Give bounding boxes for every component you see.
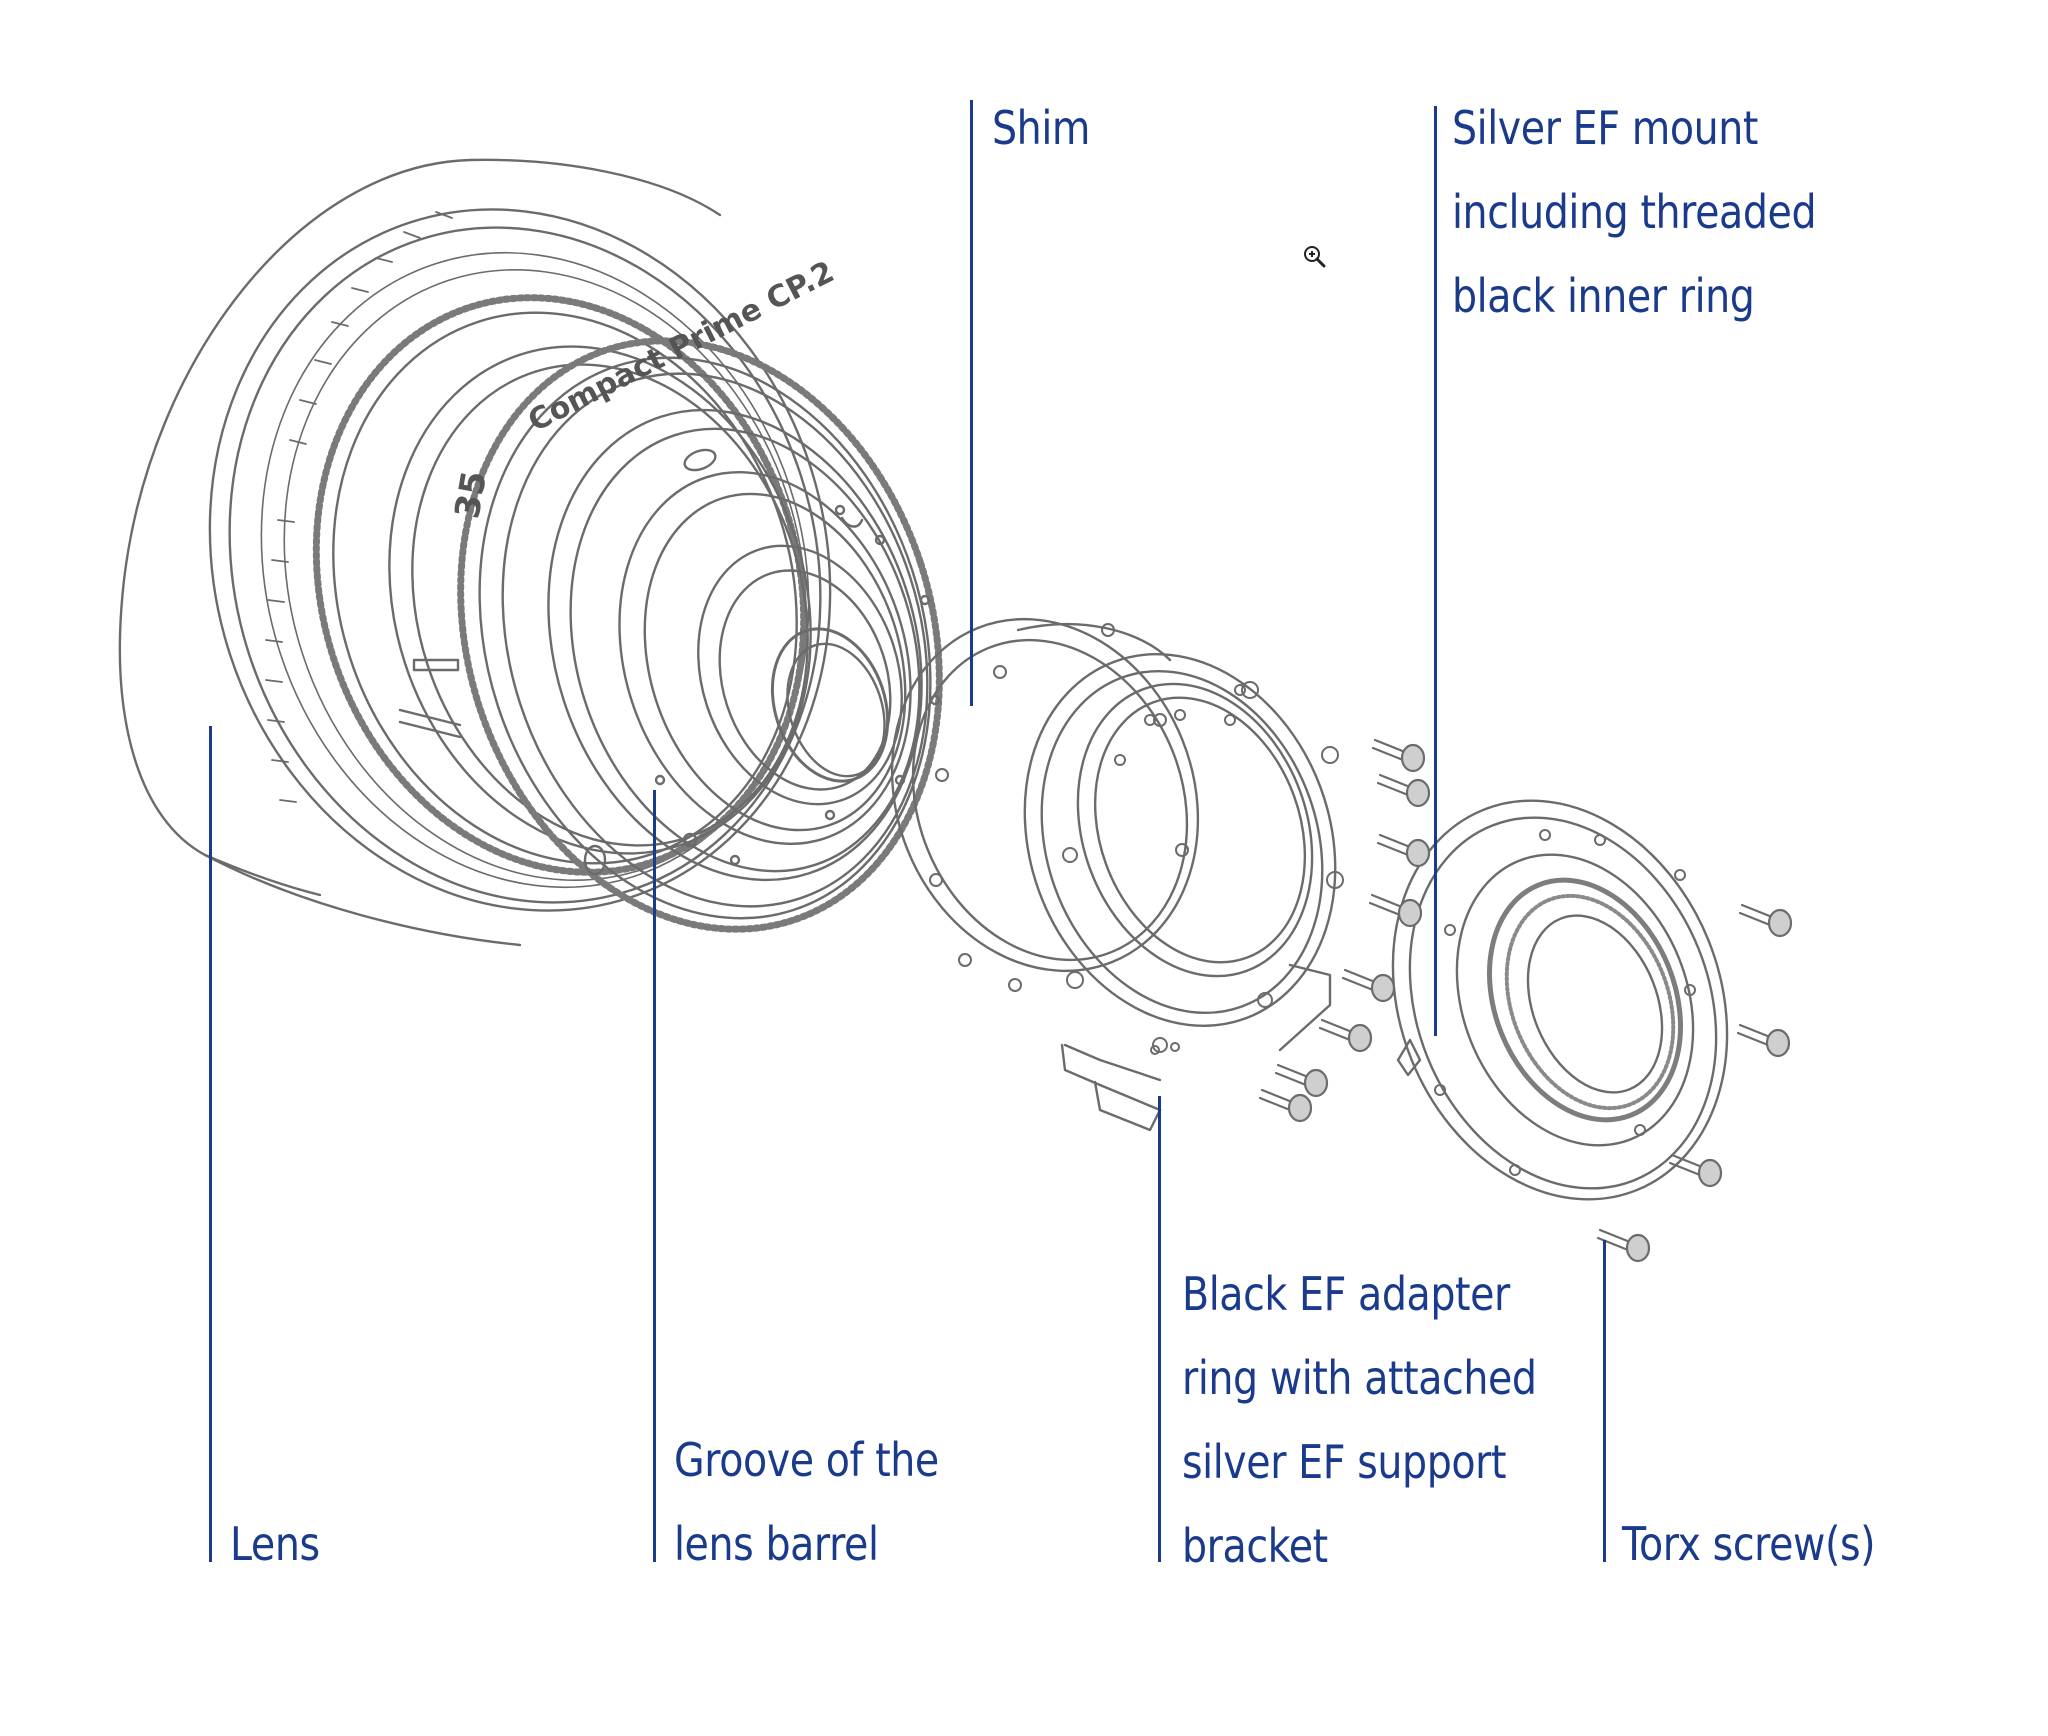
torx-screws-drawing: [1258, 738, 1793, 1263]
leader-silver-mount: [1434, 106, 1437, 1036]
label-shim: Shim: [992, 86, 1090, 170]
leader-lens: [209, 726, 212, 1562]
label-torx-line-1: Torx screw(s): [1622, 1517, 1876, 1571]
leader-torx: [1603, 1240, 1606, 1562]
zoom-in-icon: [1304, 246, 1326, 268]
leader-groove: [653, 790, 656, 1562]
lens-focal-length-engraving: 35: [447, 468, 495, 522]
label-adapter: Black EF adapter ring with attached silv…: [1182, 1252, 1537, 1588]
shim-drawing: [890, 617, 1200, 992]
silver-mount-drawing: [1391, 799, 1729, 1201]
label-silver-mount-line-2: including threaded: [1452, 185, 1817, 239]
lens-body: [118, 158, 943, 947]
leader-adapter: [1158, 1096, 1161, 1562]
label-lens: Lens: [230, 1502, 320, 1586]
label-groove: Groove of the lens barrel: [674, 1418, 939, 1586]
label-groove-line-2: lens barrel: [674, 1517, 879, 1571]
label-adapter-line-4: bracket: [1182, 1519, 1328, 1573]
label-silver-mount-line-1: Silver EF mount: [1452, 101, 1758, 155]
label-torx: Torx screw(s): [1622, 1502, 1876, 1586]
label-groove-line-1: Groove of the: [674, 1433, 939, 1487]
label-adapter-line-2: ring with attached: [1182, 1351, 1537, 1405]
label-shim-line-1: Shim: [992, 101, 1090, 155]
leader-shim: [970, 100, 973, 706]
label-adapter-line-1: Black EF adapter: [1182, 1267, 1510, 1321]
label-adapter-line-3: silver EF support: [1182, 1435, 1507, 1489]
label-silver-mount-line-3: black inner ring: [1452, 269, 1755, 323]
adapter-ring-drawing: [1023, 653, 1344, 1132]
label-lens-line-1: Lens: [230, 1517, 320, 1571]
label-silver-mount: Silver EF mount including threaded black…: [1452, 86, 1817, 338]
